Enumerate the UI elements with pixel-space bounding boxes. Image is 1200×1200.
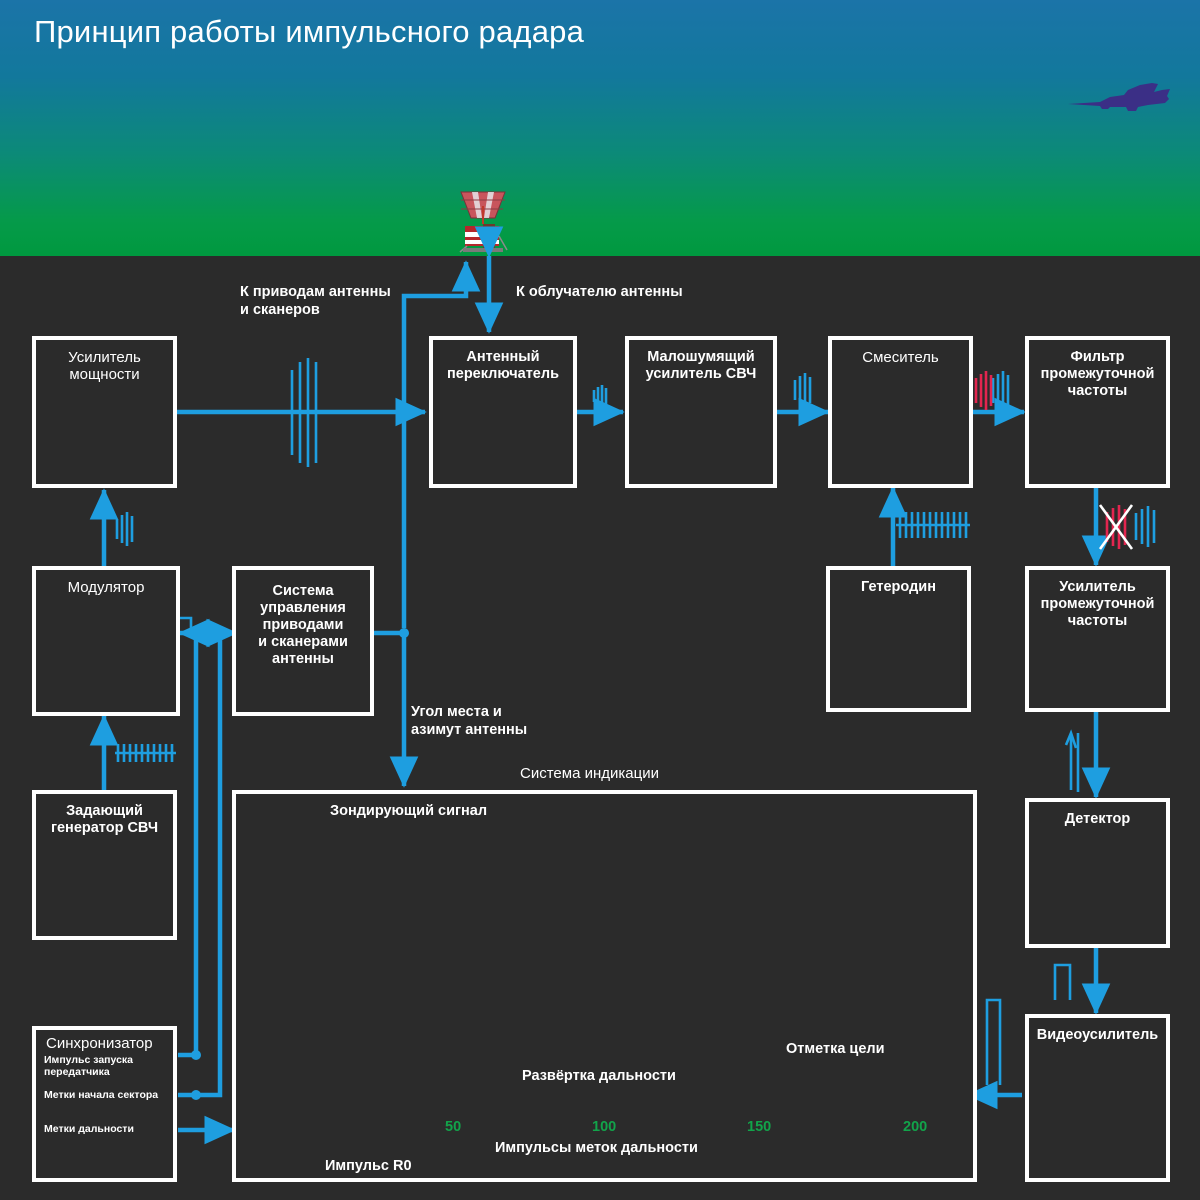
block-label: Усилитель промежуточной частоты xyxy=(1040,579,1155,629)
block-drive-control-system[interactable]: Система управления приводами и сканерами… xyxy=(232,566,374,716)
block-label: Усилитель мощности xyxy=(68,349,141,383)
block-label: Гетеродин xyxy=(861,579,936,595)
scope-label-range-sweep: Развёртка дальности xyxy=(522,1068,676,1084)
synchronizer-output-3: Метки дальности xyxy=(44,1123,134,1135)
block-label: Система управления приводами и сканерами… xyxy=(258,583,348,667)
jet-silhouette-icon xyxy=(1068,83,1170,111)
block-if-filter[interactable]: Фильтр промежуточной частоты xyxy=(1025,336,1170,488)
block-power-amplifier[interactable]: Усилитель мощности xyxy=(32,336,177,488)
label-to-antenna-drives: К приводам антенны и сканеров xyxy=(240,284,391,318)
block-synchronizer[interactable]: Синхронизатор Импульс запуска передатчик… xyxy=(32,1026,177,1182)
synchronizer-output-1: Импульс запуска передатчика xyxy=(44,1054,134,1078)
block-label: Фильтр промежуточной частоты xyxy=(1040,349,1155,399)
block-low-noise-amplifier[interactable]: Малошумящий усилитель СВЧ xyxy=(625,336,777,488)
block-label: Модулятор xyxy=(67,579,145,596)
scope-tick-100: 100 xyxy=(592,1119,617,1135)
block-detector[interactable]: Детектор xyxy=(1025,798,1170,948)
scope-tick-200: 200 xyxy=(903,1119,928,1135)
label-indication-system: Система индикации xyxy=(520,765,659,782)
sky-gradient-banner xyxy=(0,0,1200,256)
block-antenna-switch[interactable]: Антенный переключатель xyxy=(429,336,577,488)
scope-label-target-mark: Отметка цели xyxy=(786,1041,885,1057)
scope-label-probe-signal: Зондирующий сигнал xyxy=(330,803,488,819)
block-modulator[interactable]: Модулятор xyxy=(32,566,180,716)
label-to-antenna-feed: К облучателю антенны xyxy=(516,284,683,300)
scope-tick-150: 150 xyxy=(747,1119,772,1135)
scope-label-range-mark-pulses: Импульсы меток дальности xyxy=(495,1140,698,1156)
synchronizer-output-2: Метки начала сектора xyxy=(44,1089,159,1101)
radar-antenna-icon xyxy=(459,191,508,253)
scope-tick-50: 50 xyxy=(445,1119,462,1135)
block-label: Задающий генератор СВЧ xyxy=(50,803,159,836)
block-label: Антенный переключатель xyxy=(447,349,559,382)
label-elevation-azimuth: Угол места и азимут антенны xyxy=(411,704,528,738)
block-label: Видеоусилитель xyxy=(1036,1027,1159,1043)
block-label: Смеситель xyxy=(862,349,939,366)
block-label: Малошумящий усилитель СВЧ xyxy=(645,349,757,382)
synchronizer-title: Синхронизатор xyxy=(46,1035,153,1052)
block-master-oscillator[interactable]: Задающий генератор СВЧ xyxy=(32,790,177,940)
scope-label-r0-pulse: Импульс R0 xyxy=(325,1139,412,1175)
block-video-amplifier[interactable]: Видеоусилитель xyxy=(1025,1014,1170,1182)
block-label: Детектор xyxy=(1064,811,1131,827)
block-if-amplifier[interactable]: Усилитель промежуточной частоты xyxy=(1025,566,1170,712)
r0-text: Импульс R0 xyxy=(325,1158,412,1174)
block-local-oscillator[interactable]: Гетеродин xyxy=(826,566,971,712)
page-title: Принцип работы импульсного радара xyxy=(34,14,585,49)
indication-display-panel[interactable] xyxy=(232,790,977,1182)
block-mixer[interactable]: Смеситель xyxy=(828,336,973,488)
